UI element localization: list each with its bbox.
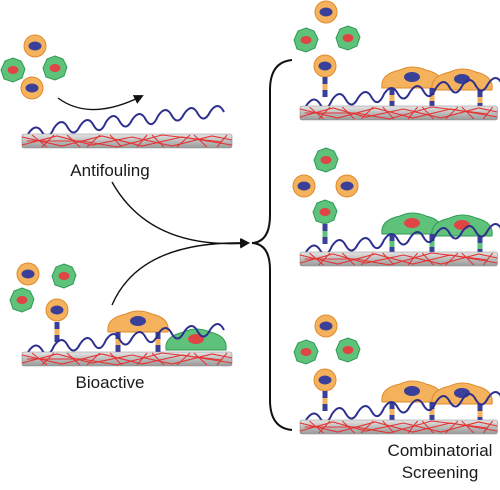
orange-cell-icon [16,262,40,286]
orange-cell-icon [313,368,337,392]
orange-cell-icon [23,34,47,58]
bioactive-label: Bioactive [75,373,145,392]
ligand-tether [322,391,328,411]
orange-cell-icon [314,314,338,338]
green-cell-icon [9,287,35,313]
screen-panel-middle [292,147,500,267]
combinatorial-label-line1: Combinatorial [387,441,493,460]
antifouling-label: Antifouling [70,161,150,180]
spread-green-cell [165,328,227,351]
ligand-tether [54,322,60,342]
screen-panel-bottom [293,314,500,435]
green-cell-icon [312,199,338,225]
green-cell-icon [293,339,319,365]
screen-panel-top [293,0,500,121]
substrate-surface [299,105,498,121]
orange-cell-icon [313,54,337,78]
orange-cell-icon [45,298,69,322]
substrate-surface [299,419,498,435]
green-cell-icon [293,27,319,53]
ligand-tether [389,402,395,422]
ligand-tether [322,224,328,244]
antifouling-panel [0,34,233,149]
bioactive-arrow [111,237,250,306]
green-cell-icon [51,263,77,289]
green-cell-icon [42,55,68,81]
bioactive-panel [9,262,233,367]
combinatorial-label-line2: Screening [401,463,479,482]
substrate-surface [21,351,233,367]
orange-cell-icon [292,174,316,198]
combinatorial-screening-label: Combinatorial Screening [380,440,500,484]
green-cell-icon [313,147,339,173]
antifouling-arrow [111,181,250,249]
orange-cell-icon [314,0,338,24]
repel-arrow [57,95,144,111]
flow-arrows [111,59,293,431]
ligand-tether [322,77,328,97]
green-cell-icon [335,337,361,363]
substrate-surface [299,251,498,267]
green-cell-icon [0,57,26,83]
polymer-brush [27,105,225,138]
spread-orange-cell [107,310,169,333]
orange-cell-icon [20,76,44,100]
green-cell-icon [335,25,361,51]
substrate-surface [21,133,233,149]
ligand-tether [389,88,395,108]
orange-cell-icon [335,174,359,198]
ligand-tether [389,234,395,254]
curly-brace [251,59,293,431]
